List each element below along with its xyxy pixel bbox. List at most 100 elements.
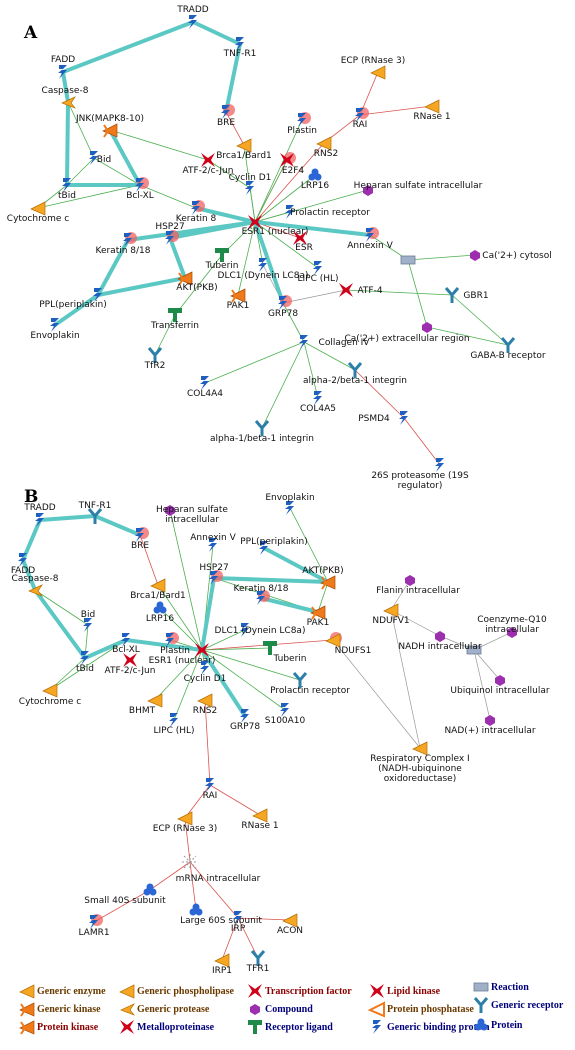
- node-label: intracellular: [165, 515, 219, 525]
- b-cycd1-node: Cyclin D1: [184, 661, 226, 684]
- gbp-icon: [245, 181, 254, 195]
- node-label: intracellular: [485, 625, 539, 635]
- aktpkb-node: AKT(PKB): [176, 271, 218, 293]
- edge-activation: [174, 254, 223, 316]
- edge-highlighted: [200, 576, 216, 652]
- node-label: Tuberin: [205, 261, 239, 271]
- node-label: ACON: [277, 926, 303, 936]
- enz-icon: [147, 693, 163, 708]
- edge-activation: [426, 326, 509, 346]
- psmd4-node: PSMD4: [358, 411, 408, 425]
- node-label: IRP1: [212, 966, 232, 976]
- edge-highlighted: [61, 70, 70, 104]
- node-label: Tuberin: [273, 654, 307, 664]
- node-label: alpha-1/beta-1 integrin: [210, 434, 314, 444]
- edge-inhibition: [189, 861, 197, 911]
- gbp-icon: [80, 651, 89, 665]
- b-rxn-node: [466, 645, 482, 655]
- node-label: Bid: [81, 610, 95, 620]
- b-akt-node: AKT(PKB): [302, 566, 344, 590]
- b-envop-node: Envoplakin: [265, 493, 315, 515]
- atf2-node: ATF-2/c-Jun: [183, 153, 233, 176]
- transferrin-node: Transferrin: [150, 308, 199, 331]
- pak1-node: PAK1: [227, 288, 249, 311]
- b-nad-node: NAD(+) intracellular: [444, 715, 536, 736]
- gbp-icon: [135, 528, 144, 542]
- legend-label: Generic enzyme: [37, 986, 106, 997]
- edge-highlighted: [259, 596, 320, 614]
- rl-icon: [263, 641, 277, 655]
- legend-item: Generic enzyme: [19, 984, 106, 999]
- b-esr1-node: ESR1 (nuclear): [149, 643, 215, 666]
- gbp-icon: [50, 318, 59, 332]
- gbp-icon: [297, 113, 306, 127]
- edge-unspecified: [332, 639, 421, 749]
- edge-activation: [317, 581, 329, 613]
- prot-icon: [28, 584, 44, 597]
- ca-ext-node: Ca('2+) extracellular region: [344, 322, 470, 344]
- enz-icon: [236, 138, 252, 153]
- gbp-icon: [135, 178, 144, 192]
- gbp-icon: [221, 105, 230, 119]
- gbp-icon: [259, 541, 268, 555]
- kin-icon: [177, 271, 193, 286]
- edge-highlighted: [253, 220, 372, 237]
- node-label: IRP: [231, 924, 246, 934]
- node-label: TFR1: [246, 964, 270, 974]
- gbp-icon: [285, 205, 294, 219]
- legend-label: Reaction: [491, 982, 529, 993]
- bid-node: Bid: [89, 151, 111, 165]
- node-label: GABA-B receptor: [470, 351, 545, 361]
- node-label: Cytochrome c: [7, 214, 69, 224]
- edge-inhibition: [184, 817, 191, 863]
- node-label: ESR1 (nuclear): [242, 227, 309, 237]
- b-dlc1-node: DLC1 (Dynein LC8a): [215, 623, 305, 637]
- tfr2-node: TfR2: [144, 347, 165, 371]
- node-label: LRP16: [301, 181, 329, 191]
- rec-icon: [500, 337, 516, 353]
- edge-activation: [201, 629, 246, 651]
- edge-inhibition: [254, 142, 325, 223]
- enz-icon: [316, 136, 332, 151]
- kin-icon: [19, 1002, 35, 1017]
- b-plastin-node: Plastin: [160, 632, 190, 656]
- b-tnfr1-node: TNF-R1: [78, 501, 111, 524]
- node-label: BRE: [131, 541, 149, 551]
- edge-activation: [407, 259, 428, 328]
- gbp-icon: [89, 915, 98, 929]
- b-prlr-node: Prolactin receptor: [270, 672, 350, 696]
- phl-icon: [119, 984, 135, 999]
- gbp-icon: [240, 623, 249, 637]
- node-label: HSP27: [199, 563, 228, 573]
- bp-icon: [308, 168, 322, 181]
- gbp-icon: [280, 703, 289, 717]
- gbp-icon: [365, 228, 374, 242]
- b-flanin-node: Flanin intracellular: [376, 575, 460, 596]
- edges-layer: [21, 20, 513, 961]
- edge-highlighted: [168, 236, 187, 280]
- tf-icon: [248, 984, 262, 998]
- node-label: ATF-4: [357, 286, 382, 296]
- node-label: Brca1/Bard1: [216, 151, 272, 161]
- brca-node: Brca1/Bard1: [216, 138, 272, 161]
- panel-letter: B: [24, 487, 38, 507]
- edge-activation: [93, 157, 141, 186]
- edge-activation: [254, 189, 369, 223]
- node-label: AKT(PKB): [302, 566, 343, 576]
- rec-icon: [87, 508, 103, 524]
- gbp-icon: [205, 778, 214, 792]
- reaction-icon: [466, 645, 482, 655]
- node-label: RNase 1: [413, 112, 450, 122]
- legend-item: Lipid kinase: [370, 984, 441, 998]
- node-label: regulator): [398, 481, 443, 491]
- fadd-node: FADD: [51, 55, 75, 79]
- legend-label: Generic binding protein: [387, 1022, 490, 1033]
- b-bclxl-node: Bcl-XL: [112, 633, 140, 655]
- node-label: Cyclin D1: [229, 173, 272, 183]
- b-grp78-node: GRP78: [230, 709, 260, 732]
- edge-activation: [237, 221, 256, 296]
- legend-label: Protein phosphatase: [387, 1004, 474, 1015]
- b-tradd-node: TRADD: [23, 503, 56, 527]
- legend-item: Generic phospholipase: [119, 984, 235, 999]
- edge-inhibition: [209, 784, 261, 816]
